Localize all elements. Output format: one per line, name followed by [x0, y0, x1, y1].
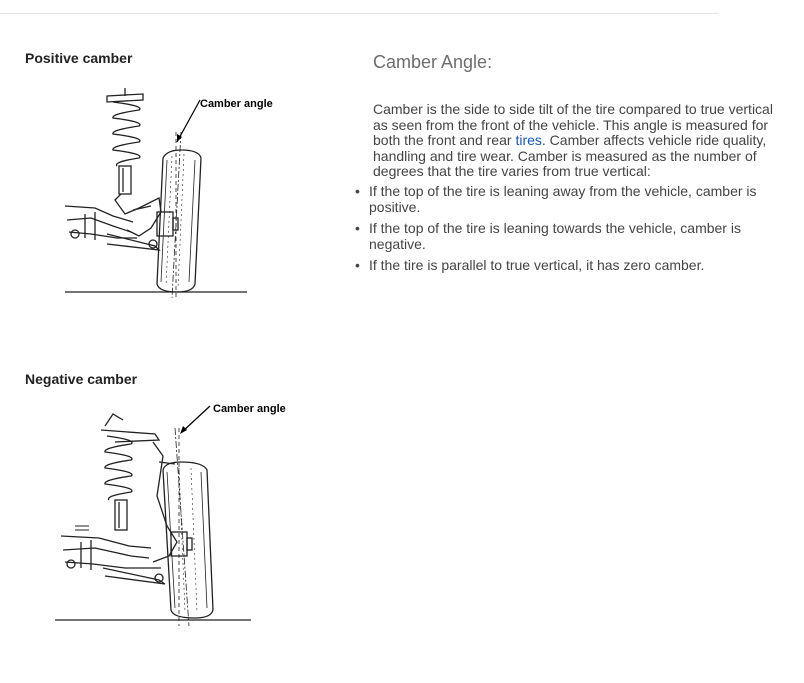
positive-camber-title: Positive camber [25, 50, 133, 66]
bullet-dot: • [355, 183, 360, 199]
camber-bullet-list: • If the top of the tire is leaning away … [351, 183, 791, 280]
bullet-negative-camber: • If the top of the tire is leaning towar… [351, 220, 791, 252]
negative-camber-angle-label: Camber angle [213, 403, 286, 415]
bullet-dot: • [355, 220, 360, 236]
description-text-end: . Camber affects vehicle ride quality, h… [373, 132, 767, 179]
camber-description: Camber is the side to side tilt of the t… [373, 101, 785, 180]
top-divider [0, 13, 718, 14]
bullet-text: If the top of the tire is leaning toward… [369, 220, 741, 252]
positive-camber-illustration: Camber angle [64, 88, 273, 299]
negative-camber-title: Negative camber [25, 371, 138, 387]
bullet-positive-camber: • If the top of the tire is leaning away … [351, 183, 791, 215]
description-text-start: Camber is the side to side tilt of the t… [373, 101, 773, 148]
bullet-text: If the top of the tire is leaning away f… [369, 183, 757, 215]
tires-link[interactable]: tires [515, 132, 542, 148]
bullet-dot: • [355, 257, 360, 273]
bullet-text: If the tire is parallel to true vertical… [369, 257, 705, 273]
camber-angle-heading: Camber Angle: [373, 52, 493, 72]
negative-camber-illustration: Camber angle [55, 403, 286, 627]
positive-camber-angle-label: Camber angle [200, 98, 273, 110]
bullet-zero-camber: • If the tire is parallel to true vertica… [351, 257, 791, 274]
